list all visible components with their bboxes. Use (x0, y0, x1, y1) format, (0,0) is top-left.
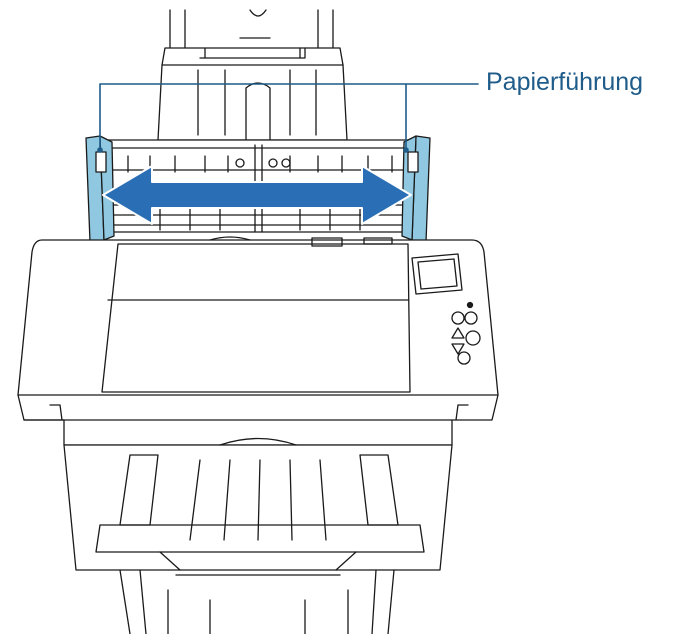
scanner-body (17, 236, 499, 446)
paper-guide-left[interactable] (85, 135, 115, 243)
callout-leader (97, 83, 479, 153)
operator-panel-icon[interactable] (411, 253, 481, 365)
double-headed-arrow-icon (102, 165, 412, 225)
paper-guide-right[interactable] (401, 135, 431, 243)
chute-extension (157, 9, 348, 141)
paper-guide-label: Papierführung (486, 68, 644, 96)
output-tray (63, 437, 453, 635)
